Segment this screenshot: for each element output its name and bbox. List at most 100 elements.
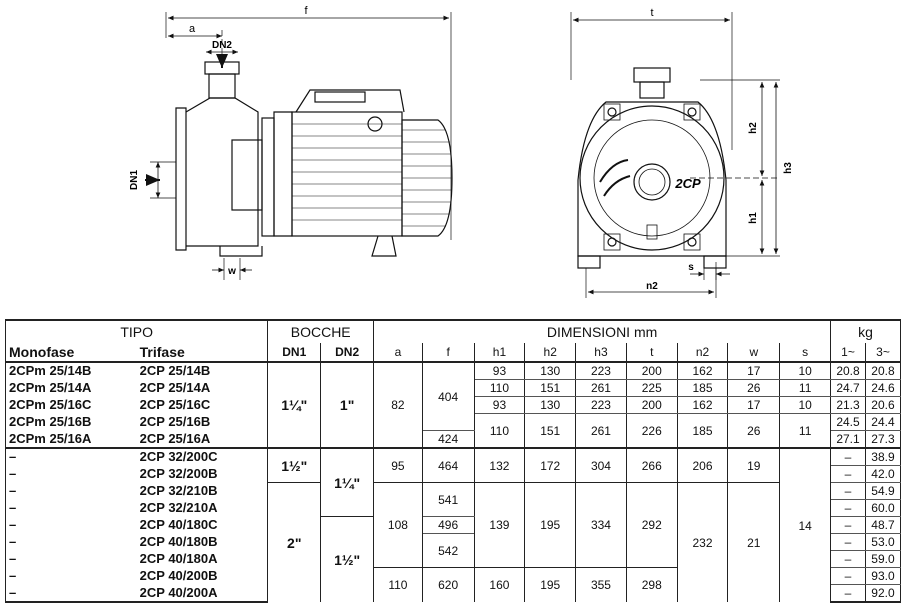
side-view-drawing: [145, 12, 453, 280]
model-tri: 2CP 32/200B: [136, 465, 269, 483]
h1-cell: 160: [473, 567, 526, 602]
kg3-cell: 24.6: [864, 379, 902, 397]
f-cell: 541: [421, 482, 475, 517]
kg1-cell: 20.8: [830, 362, 866, 380]
n2-cell: 162: [676, 362, 729, 380]
model-tri: 2CP 40/180B: [136, 533, 269, 551]
kg3-cell: 48.7: [864, 516, 902, 534]
table-row: 2CPm 25/16A 2CP 25/16A 424 27.1 27.3: [4, 430, 902, 448]
h2-cell: 130: [524, 362, 577, 380]
f-cell: 404: [421, 362, 475, 431]
model-tri: 2CP 25/16C: [136, 396, 269, 414]
header-bocche: BOCCHE: [267, 319, 375, 343]
model-mono: –: [4, 482, 137, 500]
col-t: t: [625, 343, 678, 363]
h3-cell: 261: [575, 379, 627, 397]
model-tri: 2CP 40/180C: [136, 516, 269, 534]
model-tri: 2CP 25/16B: [136, 413, 269, 431]
model-mono: 2CPm 25/14B: [4, 362, 137, 380]
model-mono: –: [4, 516, 137, 534]
label-h1: h1: [748, 212, 759, 224]
model-mono: –: [4, 447, 137, 466]
h2-cell: 151: [524, 379, 577, 397]
model-mono: 2CPm 25/16C: [4, 396, 137, 414]
h2-cell: 172: [524, 447, 577, 483]
table-row: – 2CP 40/200B 110 620 160 195 355 298 – …: [4, 567, 902, 602]
label-h3: h3: [783, 162, 794, 174]
kg3-cell: 42.0: [864, 465, 902, 483]
kg3-cell: 93.0: [864, 567, 902, 585]
n2-cell: 232: [676, 482, 729, 602]
table-row: 2CPm 25/16C 2CP 25/16C 93 130 223 200 16…: [4, 396, 902, 414]
h1-cell: 93: [473, 362, 526, 380]
f-cell: 424: [421, 430, 475, 448]
label-w: w: [227, 266, 236, 277]
col-dn1: DN1: [267, 343, 322, 363]
kg3-cell: 92.0: [864, 584, 902, 603]
kg1-cell: –: [830, 533, 866, 551]
label-n2: n2: [646, 281, 658, 292]
header-tipo: TIPO: [4, 319, 269, 343]
s-cell: 11: [779, 379, 832, 397]
col-s: s: [779, 343, 832, 363]
table-row: 2CPm 25/16B 2CP 25/16B 110 151 261 226 1…: [4, 413, 902, 448]
model-mono: 2CPm 25/14A: [4, 379, 137, 397]
col-kg3: 3~: [864, 343, 902, 363]
t-cell: 292: [625, 482, 678, 568]
dn1-cell: 2": [267, 482, 322, 602]
dn1-cell: 1¼": [267, 362, 322, 448]
h1-cell: 110: [473, 413, 526, 448]
kg3-cell: 59.0: [864, 550, 902, 568]
kg3-cell: 20.6: [864, 396, 902, 414]
f-cell: 542: [421, 533, 475, 568]
table-row: – 2CP 40/200A – 92.0: [4, 584, 902, 603]
kg1-cell: –: [830, 550, 866, 568]
kg1-cell: –: [830, 567, 866, 585]
a-cell: 82: [373, 362, 423, 448]
f-cell: 620: [421, 567, 475, 602]
technical-drawings: f a DN2 DN1 w: [129, 5, 794, 298]
w-cell: 17: [727, 362, 781, 380]
t-cell: 200: [625, 362, 678, 380]
col-w: w: [727, 343, 781, 363]
model-tri: 2CP 40/200B: [136, 567, 269, 585]
kg1-cell: 24.5: [830, 413, 866, 431]
kg1-cell: –: [830, 465, 866, 483]
kg1-cell: 24.7: [830, 379, 866, 397]
t-cell: 225: [625, 379, 678, 397]
kg1-cell: –: [830, 482, 866, 500]
dn2-cell: 1": [320, 362, 375, 448]
label-f: f: [304, 5, 308, 17]
col-h2: h2: [524, 343, 577, 363]
model-tri: 2CP 25/16A: [136, 430, 269, 448]
h3-cell: 304: [575, 447, 627, 483]
model-tri: 2CP 32/210B: [136, 482, 269, 500]
a-cell: 95: [373, 447, 423, 483]
w-cell: 19: [727, 447, 781, 483]
h1-cell: 132: [473, 447, 526, 483]
col-trifase: Trifase: [136, 343, 269, 363]
label-h2: h2: [748, 122, 759, 134]
h3-cell: 355: [575, 567, 627, 602]
t-cell: 298: [625, 567, 678, 602]
w-cell: 26: [727, 379, 781, 397]
a-cell: 108: [373, 482, 423, 568]
h1-cell: 139: [473, 482, 526, 568]
col-h1: h1: [473, 343, 526, 363]
kg3-cell: 38.9: [864, 447, 902, 466]
table-row: 2CPm 25/14A 2CP 25/14A 110 151 261 225 1…: [4, 379, 902, 397]
h1-cell: 93: [473, 396, 526, 414]
kg1-cell: –: [830, 584, 866, 603]
kg3-cell: 20.8: [864, 362, 902, 380]
kg1-cell: –: [830, 447, 866, 466]
table-row: – 2CP 32/200B – 42.0: [4, 465, 902, 483]
kg1-cell: 27.1: [830, 430, 866, 448]
dn2-cell: 1½": [320, 516, 375, 602]
col-h3: h3: [575, 343, 627, 363]
h3-cell: 223: [575, 396, 627, 414]
table-row: – 2CP 40/180B 542 – 53.0: [4, 533, 902, 568]
model-mono: 2CPm 25/16B: [4, 413, 137, 431]
kg1-cell: 21.3: [830, 396, 866, 414]
model-tri: 2CP 25/14B: [136, 362, 269, 380]
table-row: – 2CP 32/210B 2" 108 541 139 195 334 292…: [4, 482, 902, 602]
